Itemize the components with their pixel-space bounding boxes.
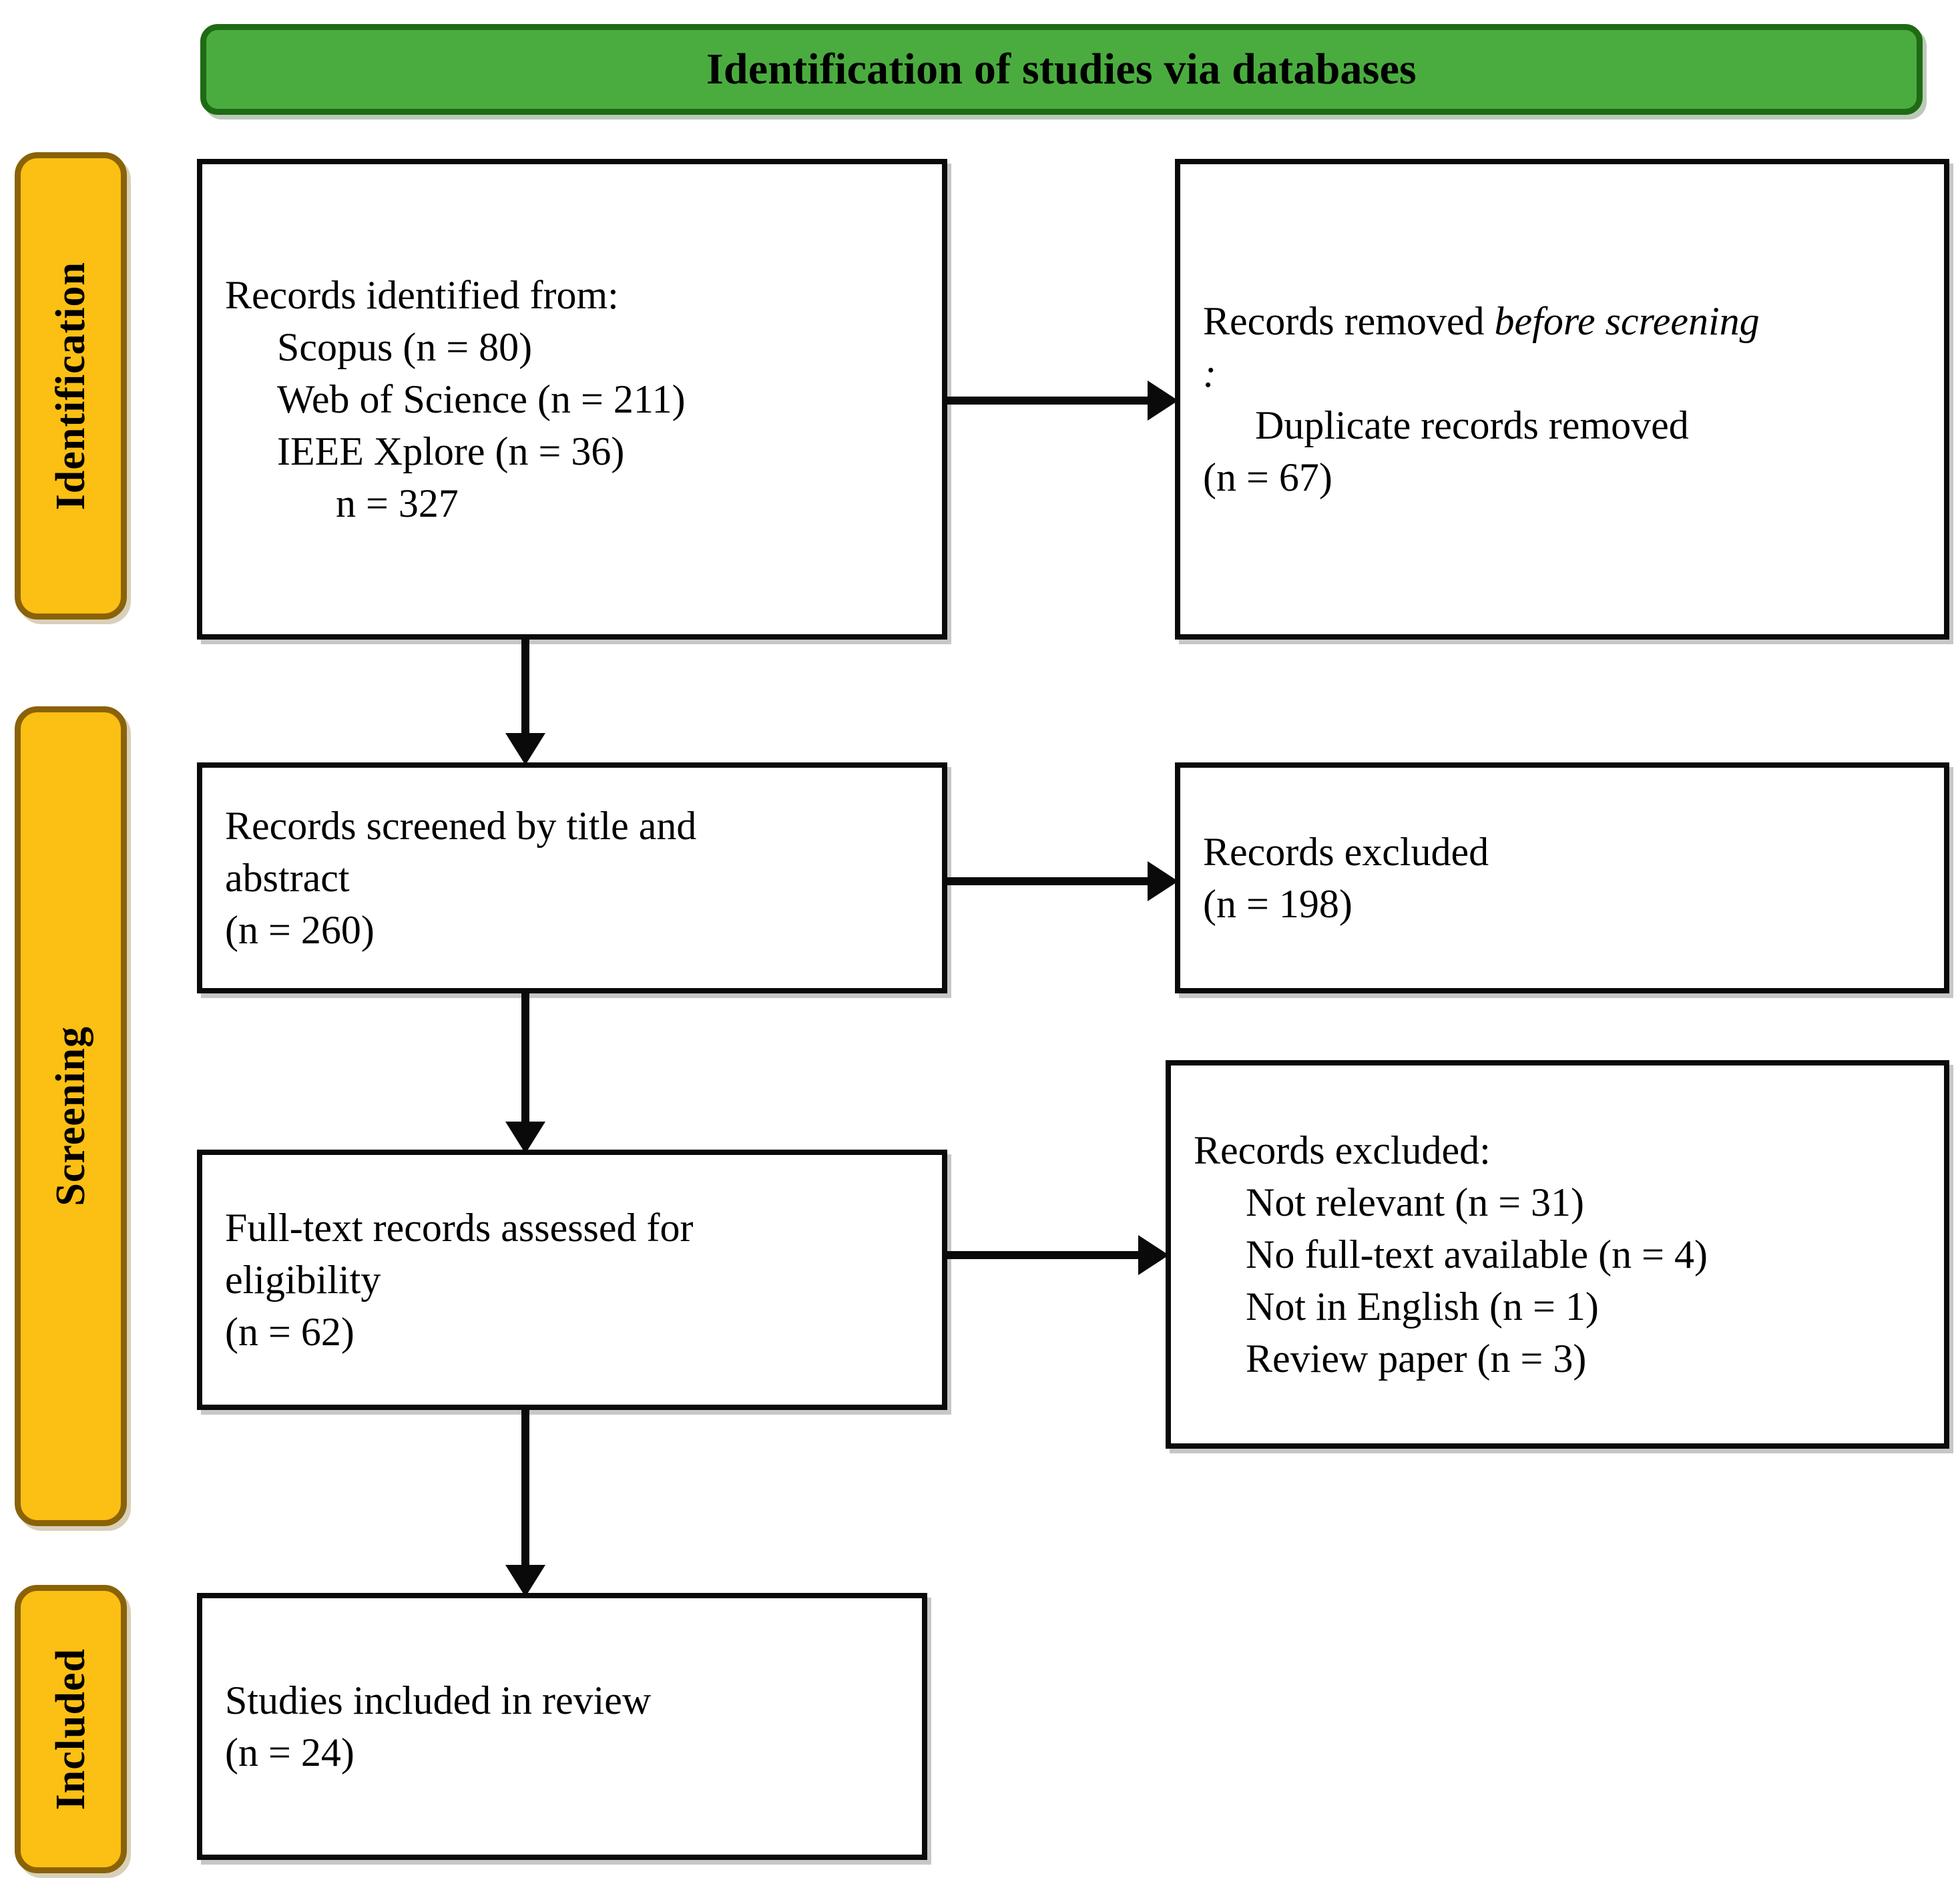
phase-tab-screening: Screening: [15, 706, 127, 1526]
node-records-identified-source-ieee: IEEE Xplore (n = 36): [277, 429, 625, 473]
node-studies-included-line1: Studies included in review: [225, 1678, 652, 1722]
node-records-excluded-reason-no-fulltext: No full-text available (n = 4): [1246, 1232, 1708, 1276]
phase-tab-identification-label: Identification: [47, 261, 93, 511]
node-records-screened-line2: abstract: [225, 856, 350, 900]
stage-header-databases: Identification of studies via databases: [200, 24, 1923, 115]
node-records-excluded-reason-not-relevant: Not relevant (n = 31): [1246, 1180, 1585, 1224]
node-records-identified-title: Records identified from:: [225, 273, 619, 317]
node-records-excluded-eligibility-title: Records excluded:: [1194, 1128, 1491, 1172]
node-records-removed-item: Duplicate records removed: [1255, 403, 1689, 447]
stage-header-title: Identification of studies via databases: [706, 45, 1417, 93]
phase-tab-screening-label: Screening: [47, 1026, 93, 1206]
node-records-removed-count: (n = 67): [1203, 455, 1332, 499]
phase-tab-included: Included: [15, 1585, 127, 1873]
arrow-screened-to-excluded: [947, 855, 1178, 908]
node-records-excluded-screening-count: (n = 198): [1203, 882, 1353, 926]
node-records-removed: Records removed before screening : Dupli…: [1175, 159, 1949, 640]
node-fulltext-assessed: Full-text records assessed for eligibili…: [197, 1150, 947, 1410]
node-records-removed-title: Records removed before screening: [1203, 295, 1921, 347]
node-records-removed-title-italic: before screening: [1494, 299, 1760, 343]
node-records-identified-source-wos: Web of Science (n = 211): [277, 377, 686, 421]
arrow-identified-to-screened: [499, 640, 552, 765]
node-fulltext-assessed-line2: eligibility: [225, 1258, 381, 1302]
node-records-identified-total: n = 327: [336, 481, 459, 525]
arrow-fulltext-to-included: [499, 1410, 552, 1597]
phase-tab-identification: Identification: [15, 152, 127, 620]
node-records-removed-title-colon-line: :: [1203, 347, 1921, 399]
node-fulltext-assessed-line1: Full-text records assessed for: [225, 1206, 694, 1250]
node-fulltext-assessed-count: (n = 62): [225, 1310, 354, 1354]
node-records-identified: Records identified from: Scopus (n = 80)…: [197, 159, 947, 640]
node-records-excluded-screening: Records excluded (n = 198): [1175, 762, 1949, 993]
arrow-fulltext-to-excluded: [947, 1228, 1169, 1282]
node-studies-included-count: (n = 24): [225, 1730, 354, 1774]
node-records-removed-colon: :: [1203, 351, 1216, 395]
arrow-screened-to-fulltext: [499, 993, 552, 1154]
node-records-identified-source-scopus: Scopus (n = 80): [277, 325, 533, 369]
node-records-excluded-eligibility: Records excluded: Not relevant (n = 31) …: [1166, 1060, 1949, 1449]
node-records-removed-title-plain: Records removed: [1203, 299, 1495, 343]
node-records-excluded-screening-label: Records excluded: [1203, 830, 1489, 874]
node-studies-included: Studies included in review (n = 24): [197, 1593, 927, 1860]
node-records-screened: Records screened by title and abstract (…: [197, 762, 947, 993]
arrow-identified-to-removed: [947, 374, 1178, 427]
node-records-excluded-reason-review-paper: Review paper (n = 3): [1246, 1337, 1587, 1381]
node-records-screened-count: (n = 260): [225, 908, 375, 952]
node-records-screened-line1: Records screened by title and: [225, 804, 697, 848]
phase-tab-included-label: Included: [47, 1648, 93, 1811]
node-records-excluded-reason-not-english: Not in English (n = 1): [1246, 1284, 1599, 1329]
